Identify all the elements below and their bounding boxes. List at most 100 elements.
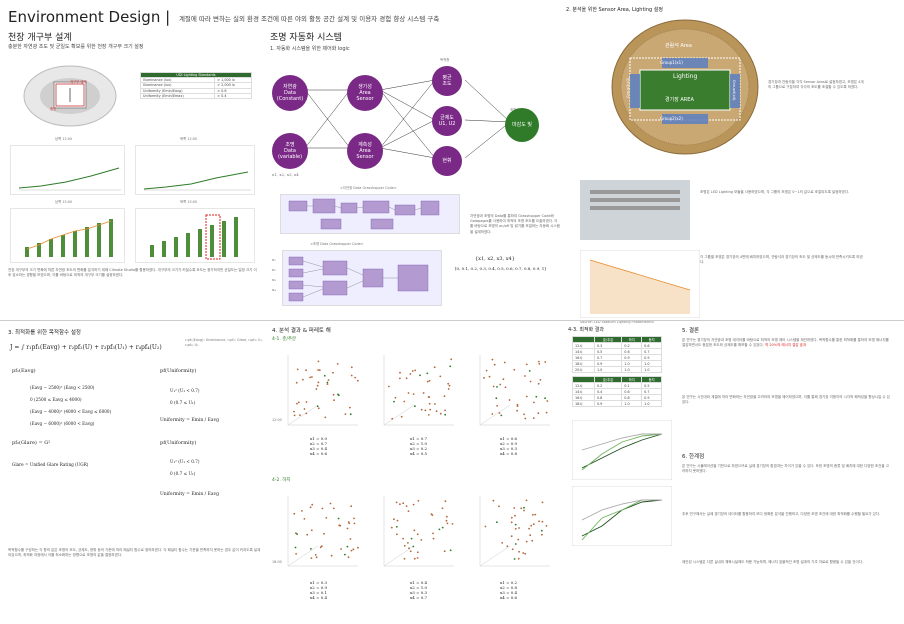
- pareto-point: [296, 402, 298, 405]
- pareto-point: [337, 393, 339, 396]
- pareto-point: [503, 361, 506, 364]
- section1-description: 천장 개구부의 크기 변화에 따른 자연광 조도의 변화를 분석하기 위해 Cl…: [8, 268, 257, 278]
- pareto-point: [293, 410, 295, 413]
- pareto-point: [326, 383, 329, 385]
- pareto-point: [395, 525, 398, 528]
- pareto-point: [297, 401, 300, 404]
- pf2-label: pf₂(Glare) = G²: [12, 440, 51, 446]
- gh-label-1: <자연광 Data Grasshopper Code>: [340, 186, 397, 190]
- result-line-chart-2: [571, 485, 673, 547]
- pareto-point: [317, 360, 320, 363]
- pareto-point: [346, 545, 349, 548]
- pareto-point: [449, 549, 452, 552]
- pareto-point: [412, 393, 415, 395]
- table-cell: 1.0: [621, 400, 643, 407]
- pf1-case: (Eavg − 6000)² (6000 < Eavg): [30, 421, 95, 426]
- pareto-point: [320, 545, 323, 547]
- table-cell: 0.9: [593, 400, 623, 407]
- pareto-point: [399, 503, 401, 506]
- pareto-point: [525, 363, 528, 366]
- pareto-point: [310, 529, 313, 532]
- pareto-point: [293, 512, 296, 515]
- group2-label: Group2(x2): [660, 116, 683, 121]
- pareto-point: [496, 405, 498, 407]
- node-sensor-2: 계측성 Area Sensor: [347, 133, 383, 169]
- pareto-point: [523, 509, 525, 512]
- side-label-1: 12:00: [272, 418, 282, 422]
- pareto-point: [433, 366, 436, 369]
- opening-area-label: 개구부 영역: [70, 80, 87, 84]
- pareto-point: [399, 371, 401, 374]
- solution-value: x4 = 0.7: [410, 595, 428, 600]
- pareto-point: [532, 513, 534, 516]
- pareto-point: [303, 408, 306, 410]
- pareto-point: [353, 522, 356, 525]
- pareto-point: [321, 507, 324, 510]
- pareto-point: [405, 377, 408, 380]
- pareto-point: [538, 363, 541, 365]
- pareto-point: [332, 371, 334, 374]
- pareto-point: [531, 539, 534, 542]
- pareto-point: [432, 537, 435, 540]
- pareto-point: [409, 550, 412, 553]
- layer-label: 목적층: [440, 58, 450, 62]
- section4-title: 4. 분석 결과 & 퍼레토 해: [272, 328, 331, 334]
- pareto-point: [403, 544, 406, 547]
- solution-value: x1 = 0.6: [500, 436, 518, 441]
- pareto-point: [537, 412, 540, 415]
- pareto-point: [441, 507, 444, 510]
- pareto-point: [532, 417, 535, 419]
- pareto-point: [495, 397, 498, 400]
- table-cell: 1.0: [621, 366, 643, 373]
- node-glare: 현휘: [432, 146, 462, 176]
- pareto-point: [409, 373, 412, 375]
- table-cell: 1.0: [593, 366, 623, 373]
- solution-value: x2 = 0.8: [500, 585, 518, 590]
- pareto-point: [317, 407, 320, 410]
- field-label: 경기장 AREA: [665, 97, 694, 103]
- solution-value: x4 = 0.6: [500, 595, 518, 600]
- pareto-point: [511, 548, 514, 551]
- section2-title: 2. 분석을 위한 Sensor Area, Lighting 설정: [566, 7, 663, 13]
- pareto-point: [325, 517, 328, 519]
- pareto-point: [400, 415, 403, 418]
- solution-value: x1 = 0.3: [310, 580, 328, 585]
- pareto-point: [349, 538, 352, 540]
- line-chart-1: [10, 145, 125, 195]
- pareto-point: [305, 412, 308, 415]
- pareto-point: [414, 405, 416, 408]
- pareto-point: [333, 399, 335, 402]
- pareto-point: [427, 414, 430, 416]
- pareto-point: [407, 542, 409, 544]
- gh-note: 자연광과 조명의 Data를 통하여 Grasshopper Code와 Gal…: [470, 214, 560, 234]
- pareto-point: [419, 374, 421, 377]
- pareto-point: [498, 505, 500, 508]
- pareto-point: [311, 503, 314, 506]
- pareto-point: [448, 384, 451, 387]
- logic-subtitle: 1. 자동화 시스템을 위한 제어화 logic: [270, 46, 350, 52]
- solution-value: x1 = 0.7: [410, 436, 428, 441]
- pareto-plot: [479, 355, 550, 426]
- chart-title-1: 남쪽 12:00: [55, 137, 73, 141]
- pf-uni-cases: U₁² (U₁ < 0.7) 0 (0.7 ≤ U₁): [170, 385, 200, 409]
- pareto-point: [444, 413, 447, 416]
- page-title: Environment Design | 계절에 따라 변하는 실외 환경 조건…: [8, 8, 440, 26]
- section5-title: 5. 결론: [682, 328, 700, 334]
- section6-para3: 제안된 시스템은 다른 실내외 체육시설에도 적용 가능하며, 에너지 효율적인…: [682, 560, 864, 564]
- pareto-point: [447, 382, 450, 385]
- pareto-point: [416, 551, 419, 554]
- pareto-point: [541, 533, 543, 536]
- pareto-point: [426, 380, 429, 383]
- pareto-point: [407, 392, 410, 394]
- pareto-point: [504, 386, 507, 389]
- conclusion-highlight: 약 20%의 에너지 절감 효과: [764, 343, 807, 348]
- solution-value: x1 = 0.4: [410, 580, 428, 585]
- pareto-point: [518, 550, 520, 553]
- pareto-point: [391, 417, 394, 420]
- pareto-point: [516, 405, 519, 407]
- pareto-point: [444, 409, 446, 412]
- pareto-point: [319, 546, 322, 549]
